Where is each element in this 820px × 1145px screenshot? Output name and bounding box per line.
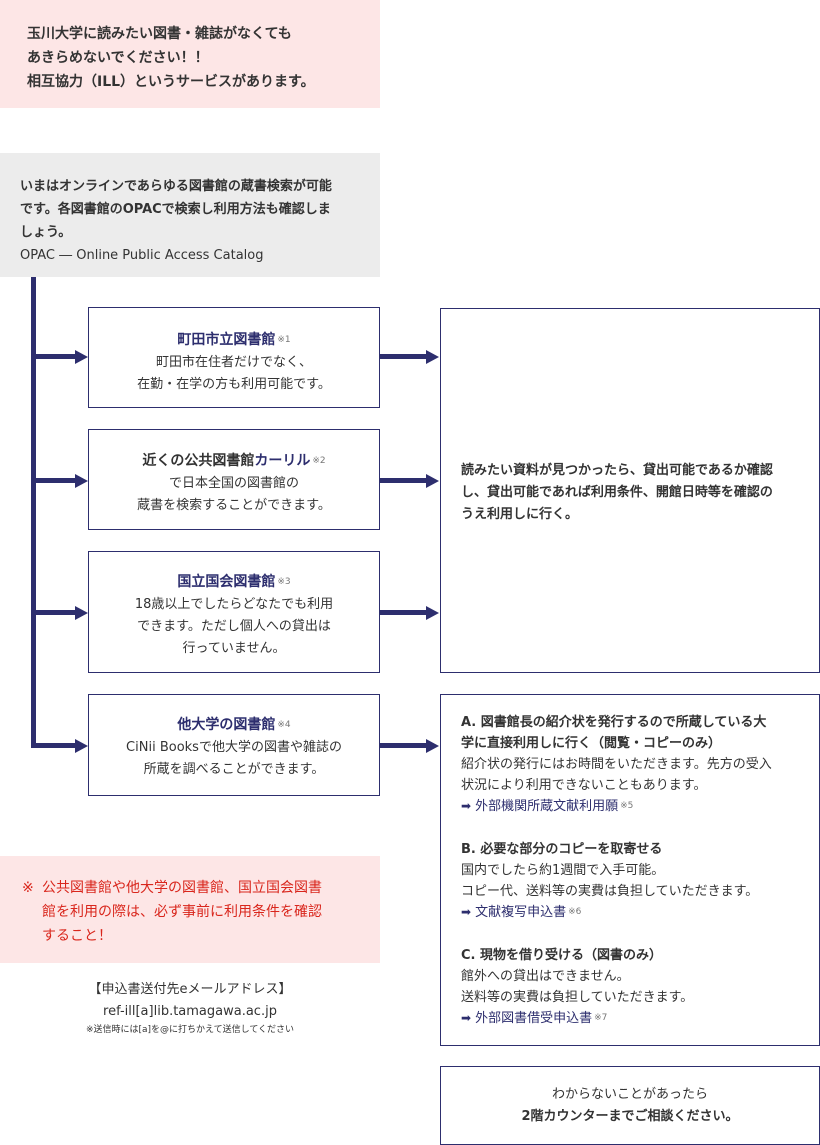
branch-line-4	[31, 743, 76, 748]
library-box-ndl: 国立国会図書館※3 18歳以上でしたらどなたでも利用 できます。ただし個人への貸…	[88, 551, 380, 673]
counter-box: わからないことがあったら 2階カウンターまでご相談ください。	[440, 1066, 820, 1145]
warning-box: ※ 公共図書館や他大学の図書館、国立国会図書 館を利用の際は、必ず事前に利用条件…	[0, 856, 380, 963]
arrow-right-icon	[426, 739, 439, 753]
option-body: 送料等の実費は負担していただきます。	[461, 990, 694, 1005]
library-desc-line: 蔵書を検索することができます。	[137, 498, 331, 513]
option-c: C. 現物を借り受ける（図書のみ） 館外への貸出はできません。 送料等の実費は負…	[461, 945, 819, 1029]
form-link-note: ※7	[594, 1013, 608, 1023]
option-body: 館外への貸出はできません。	[461, 969, 630, 984]
opac-note-line: です。各図書館のOPACで検索し利用方法も確認しま	[20, 202, 331, 217]
opac-definition: OPAC ― Online Public Access Catalog	[20, 248, 264, 263]
option-a: A. 図書館長の紹介状を発行するので所蔵している大 学に直接利用しに行く（閲覧・…	[461, 712, 819, 817]
library-box-calil: 近くの公共図書館カーリル※2 で日本全国の図書館の 蔵書を検索することができます…	[88, 429, 380, 530]
option-heading: C. 現物を借り受ける（図書のみ）	[461, 948, 663, 963]
form-link-book-loan[interactable]: ➡外部図書借受申込書※7	[461, 1008, 819, 1029]
library-note: ※1	[277, 335, 291, 345]
connector-line	[380, 610, 428, 615]
arrow-right-icon	[426, 350, 439, 364]
warning-line: すること！	[42, 928, 112, 944]
library-note: ※3	[277, 577, 291, 587]
form-link-note: ※5	[620, 801, 634, 811]
option-heading: A. 図書館長の紹介状を発行するので所蔵している大	[461, 715, 767, 730]
library-desc-line: 所蔵を調べることができます。	[143, 762, 325, 777]
option-body: 紹介状の発行にはお時間をいただきます。先方の受入	[461, 757, 772, 772]
counter-line: わからないことがあったら	[551, 1087, 708, 1102]
library-note: ※2	[312, 456, 326, 466]
result-line: うえ利用しに行く。	[461, 507, 579, 522]
intro-box: 玉川大学に読みたい図書・雑誌がなくても あきらめないでください！！ 相互協力（I…	[0, 0, 380, 108]
library-box-machida: 町田市立図書館※1 町田市在住者だけでなく、 在勤・在学の方も利用可能です。	[88, 307, 380, 408]
arrow-right-icon	[75, 474, 88, 488]
branch-line-3	[31, 610, 76, 615]
form-link-label: 外部機関所蔵文献利用願	[475, 799, 619, 814]
option-body: コピー代、送料等の実費は負担していただきます。	[461, 884, 759, 899]
intro-line: 相互協力（ILL）というサービスがあります。	[27, 74, 315, 90]
option-b: B. 必要な部分のコピーを取寄せる 国内でしたら約1週間で入手可能。 コピー代、…	[461, 839, 819, 923]
library-title: 国立国会図書館	[177, 574, 276, 590]
intro-line: 玉川大学に読みたい図書・雑誌がなくても	[27, 26, 292, 42]
library-desc-line: できます。ただし個人への貸出は	[137, 619, 331, 634]
branch-line-2	[31, 478, 76, 483]
counter-line: 2階カウンターまでご相談ください。	[521, 1109, 739, 1124]
form-link-copy-request[interactable]: ➡文献複写申込書※6	[461, 902, 819, 923]
library-desc-line: 18歳以上でしたらどなたでも利用	[134, 597, 334, 612]
library-title[interactable]: カーリル	[254, 453, 311, 469]
library-box-other-univ: 他大学の図書館※4 CiNii Booksで他大学の図書や雑誌の 所蔵を調べるこ…	[88, 694, 380, 796]
email-section: 【申込書送付先eメールアドレス】 ref-ill[a]lib.tamagawa.…	[0, 979, 380, 1037]
form-link-external-use[interactable]: ➡外部機関所蔵文献利用願※5	[461, 796, 819, 817]
branch-line-1	[31, 354, 76, 359]
email-note: ※送信時には[a]を@に打ちかえて送信してください	[85, 1025, 295, 1035]
arrow-right-icon: ➡	[461, 799, 472, 813]
warning-line: 館を利用の際は、必ず事前に利用条件を確認	[42, 904, 322, 920]
arrow-right-icon	[75, 350, 88, 364]
option-body: 状況により利用できないこともあります。	[461, 778, 707, 793]
library-title: 町田市立図書館	[177, 332, 276, 348]
option-heading: B. 必要な部分のコピーを取寄せる	[461, 842, 663, 857]
library-desc-line: CiNii Booksで他大学の図書や雑誌の	[126, 740, 342, 755]
connector-line	[380, 478, 428, 483]
connector-line	[380, 354, 428, 359]
option-heading: 学に直接利用しに行く（閲覧・コピーのみ）	[461, 736, 722, 751]
intro-line: あきらめないでください！！	[27, 50, 209, 66]
form-link-label: 外部図書借受申込書	[475, 1011, 593, 1026]
email-label: 【申込書送付先eメールアドレス】	[88, 982, 292, 997]
opac-note-line: しょう。	[20, 225, 72, 240]
opac-note-line: いまはオンラインであらゆる図書館の蔵書検索が可能	[20, 179, 332, 194]
warning-line: 公共図書館や他大学の図書館、国立国会図書	[42, 880, 322, 896]
result-line: 読みたい資料が見つかったら、貸出可能であるか確認	[461, 463, 773, 478]
result-line: し、貸出可能であれば利用条件、開館日時等を確認の	[461, 485, 773, 500]
email-address[interactable]: ref-ill[a]lib.tamagawa.ac.jp	[103, 1004, 277, 1019]
library-note: ※4	[277, 720, 291, 730]
arrow-right-icon	[75, 739, 88, 753]
library-desc-line: 在勤・在学の方も利用可能です。	[137, 377, 331, 392]
connector-line	[380, 743, 428, 748]
option-body: 国内でしたら約1週間で入手可能。	[461, 863, 665, 878]
library-desc-line: 町田市在住者だけでなく、	[155, 355, 312, 370]
arrow-right-icon	[426, 474, 439, 488]
warning-mark: ※	[22, 880, 34, 896]
form-link-note: ※6	[568, 907, 582, 917]
library-title: 他大学の図書館	[177, 717, 276, 733]
arrow-right-icon: ➡	[461, 905, 472, 919]
result-box: 読みたい資料が見つかったら、貸出可能であるか確認 し、貸出可能であれば利用条件、…	[440, 308, 820, 673]
library-desc-line: で日本全国の図書館の	[168, 476, 299, 491]
arrow-right-icon: ➡	[461, 1011, 472, 1025]
arrow-right-icon	[426, 606, 439, 620]
form-link-label: 文献複写申込書	[475, 905, 567, 920]
flow-trunk-line	[31, 277, 36, 748]
library-desc-line: 行っていません。	[182, 641, 286, 656]
opac-note-box: いまはオンラインであらゆる図書館の蔵書検索が可能 です。各図書館のOPACで検索…	[0, 153, 380, 277]
library-title-prefix: 近くの公共図書館	[142, 453, 255, 469]
options-box: A. 図書館長の紹介状を発行するので所蔵している大 学に直接利用しに行く（閲覧・…	[440, 694, 820, 1046]
arrow-right-icon	[75, 606, 88, 620]
